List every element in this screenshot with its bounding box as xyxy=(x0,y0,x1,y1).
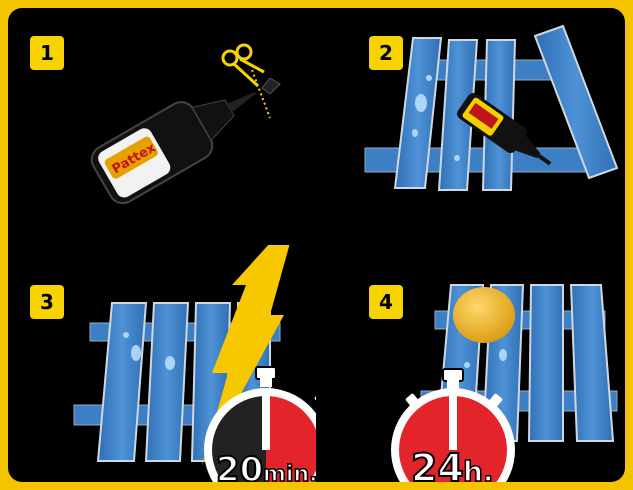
timer-24-value: 24 xyxy=(411,446,464,482)
step-2-illustration xyxy=(317,8,625,245)
step-3-panel: 3 xyxy=(8,245,316,482)
step-2-panel: 1 2 xyxy=(317,8,625,245)
board xyxy=(571,285,613,441)
board xyxy=(146,303,188,461)
step-4-illustration: 24 h. xyxy=(317,245,625,482)
timer-20-value: 20 xyxy=(216,450,263,482)
step-1-panel: 1 Pattex xyxy=(8,8,316,245)
step-4-panel: 4 xyxy=(317,245,625,482)
scissors-icon xyxy=(223,45,264,86)
instruction-frame: 1 Pattex 1 2 xyxy=(8,8,625,482)
sponge-icon xyxy=(453,287,515,343)
timer-24-unit: h. xyxy=(463,455,494,482)
timer-20-unit: min. xyxy=(263,462,316,482)
board xyxy=(529,285,563,441)
glue-bottle-icon: Pattex xyxy=(87,66,271,208)
nozzle-tip-icon xyxy=(262,78,280,94)
step-3-illustration: 20 min. xyxy=(8,245,316,482)
step-1-illustration: Pattex xyxy=(8,8,316,245)
